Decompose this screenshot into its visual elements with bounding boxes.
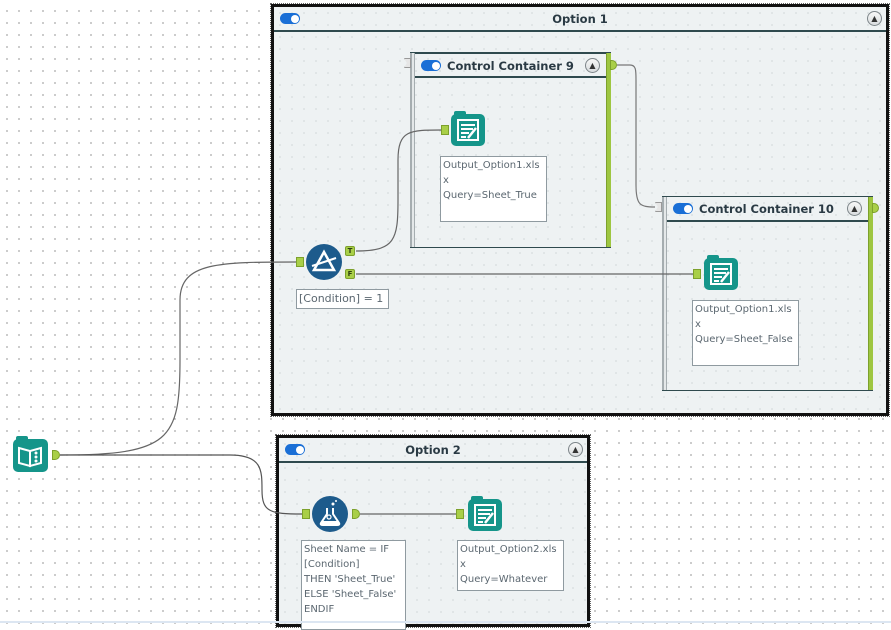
container-header[interactable]: Option 1 ▲: [274, 7, 886, 32]
container-output-bar: [606, 53, 611, 247]
enable-toggle[interactable]: [673, 203, 693, 214]
output-false-annotation: Output_Option1.xlsx Query=Sheet_False: [692, 300, 799, 366]
chevron-up-icon: ▲: [589, 61, 596, 70]
book-input-icon: [18, 446, 42, 468]
formula-tool[interactable]: [312, 496, 348, 532]
filter-annotation: [Condition] = 1: [296, 289, 389, 309]
container-output-bar: [868, 197, 873, 390]
enable-toggle[interactable]: [280, 13, 300, 24]
container-title: Option 1: [552, 12, 608, 26]
container-title: Option 2: [405, 443, 461, 457]
canvas-bottom-edge: [0, 621, 891, 623]
output-true-annotation: Output_Option1.xlsx Query=Sheet_True: [440, 156, 547, 222]
enable-toggle[interactable]: [421, 60, 441, 71]
filter-true-anchor[interactable]: T: [345, 246, 355, 256]
collapse-button[interactable]: ▲: [585, 58, 600, 73]
container-output-anchor[interactable]: [610, 60, 617, 70]
wire-input-to-formula: [60, 454, 303, 515]
output-option2-annotation: Output_Option2.xlsx Query=Whatever: [457, 540, 564, 591]
filter-tool[interactable]: [306, 244, 342, 280]
output-icon: [710, 263, 732, 285]
output-icon: [474, 504, 496, 526]
container-title: Control Container 10: [699, 202, 834, 216]
chevron-up-icon: ▲: [871, 14, 878, 23]
container-header[interactable]: Option 2 ▲: [279, 438, 587, 463]
wire-input-to-filter: [59, 261, 297, 456]
chevron-up-icon: ▲: [851, 204, 858, 213]
container-title: Control Container 9: [447, 59, 574, 73]
input-output-anchor[interactable]: [52, 450, 60, 460]
collapse-button[interactable]: ▲: [568, 442, 583, 457]
filter-input-anchor[interactable]: [296, 257, 304, 267]
container-input-bar: [410, 53, 415, 247]
output-data-tool-false[interactable]: [704, 255, 738, 290]
formula-input-anchor[interactable]: [302, 509, 310, 519]
chevron-up-icon: ▲: [572, 445, 579, 454]
container-header[interactable]: Control Container 9 ▲: [415, 53, 606, 78]
container-output-anchor[interactable]: [872, 203, 879, 213]
filter-false-anchor[interactable]: F: [345, 269, 355, 279]
output-data-tool-true[interactable]: [451, 111, 485, 146]
container-header[interactable]: Control Container 10 ▲: [667, 197, 868, 222]
collapse-button[interactable]: ▲: [867, 11, 882, 26]
formula-annotation: Sheet Name = IF [Condition] THEN 'Sheet_…: [301, 540, 406, 630]
output-input-anchor[interactable]: [441, 125, 449, 135]
formula-output-anchor[interactable]: [352, 509, 360, 519]
output-input-anchor[interactable]: [456, 509, 464, 519]
output-data-tool-option2[interactable]: [468, 496, 502, 531]
container-input-bar: [662, 197, 667, 390]
filter-icon: [311, 249, 337, 272]
input-data-tool[interactable]: [13, 436, 48, 472]
output-input-anchor[interactable]: [693, 269, 701, 279]
formula-flask-icon: [319, 500, 341, 526]
collapse-button[interactable]: ▲: [847, 201, 862, 216]
output-icon: [457, 119, 479, 141]
